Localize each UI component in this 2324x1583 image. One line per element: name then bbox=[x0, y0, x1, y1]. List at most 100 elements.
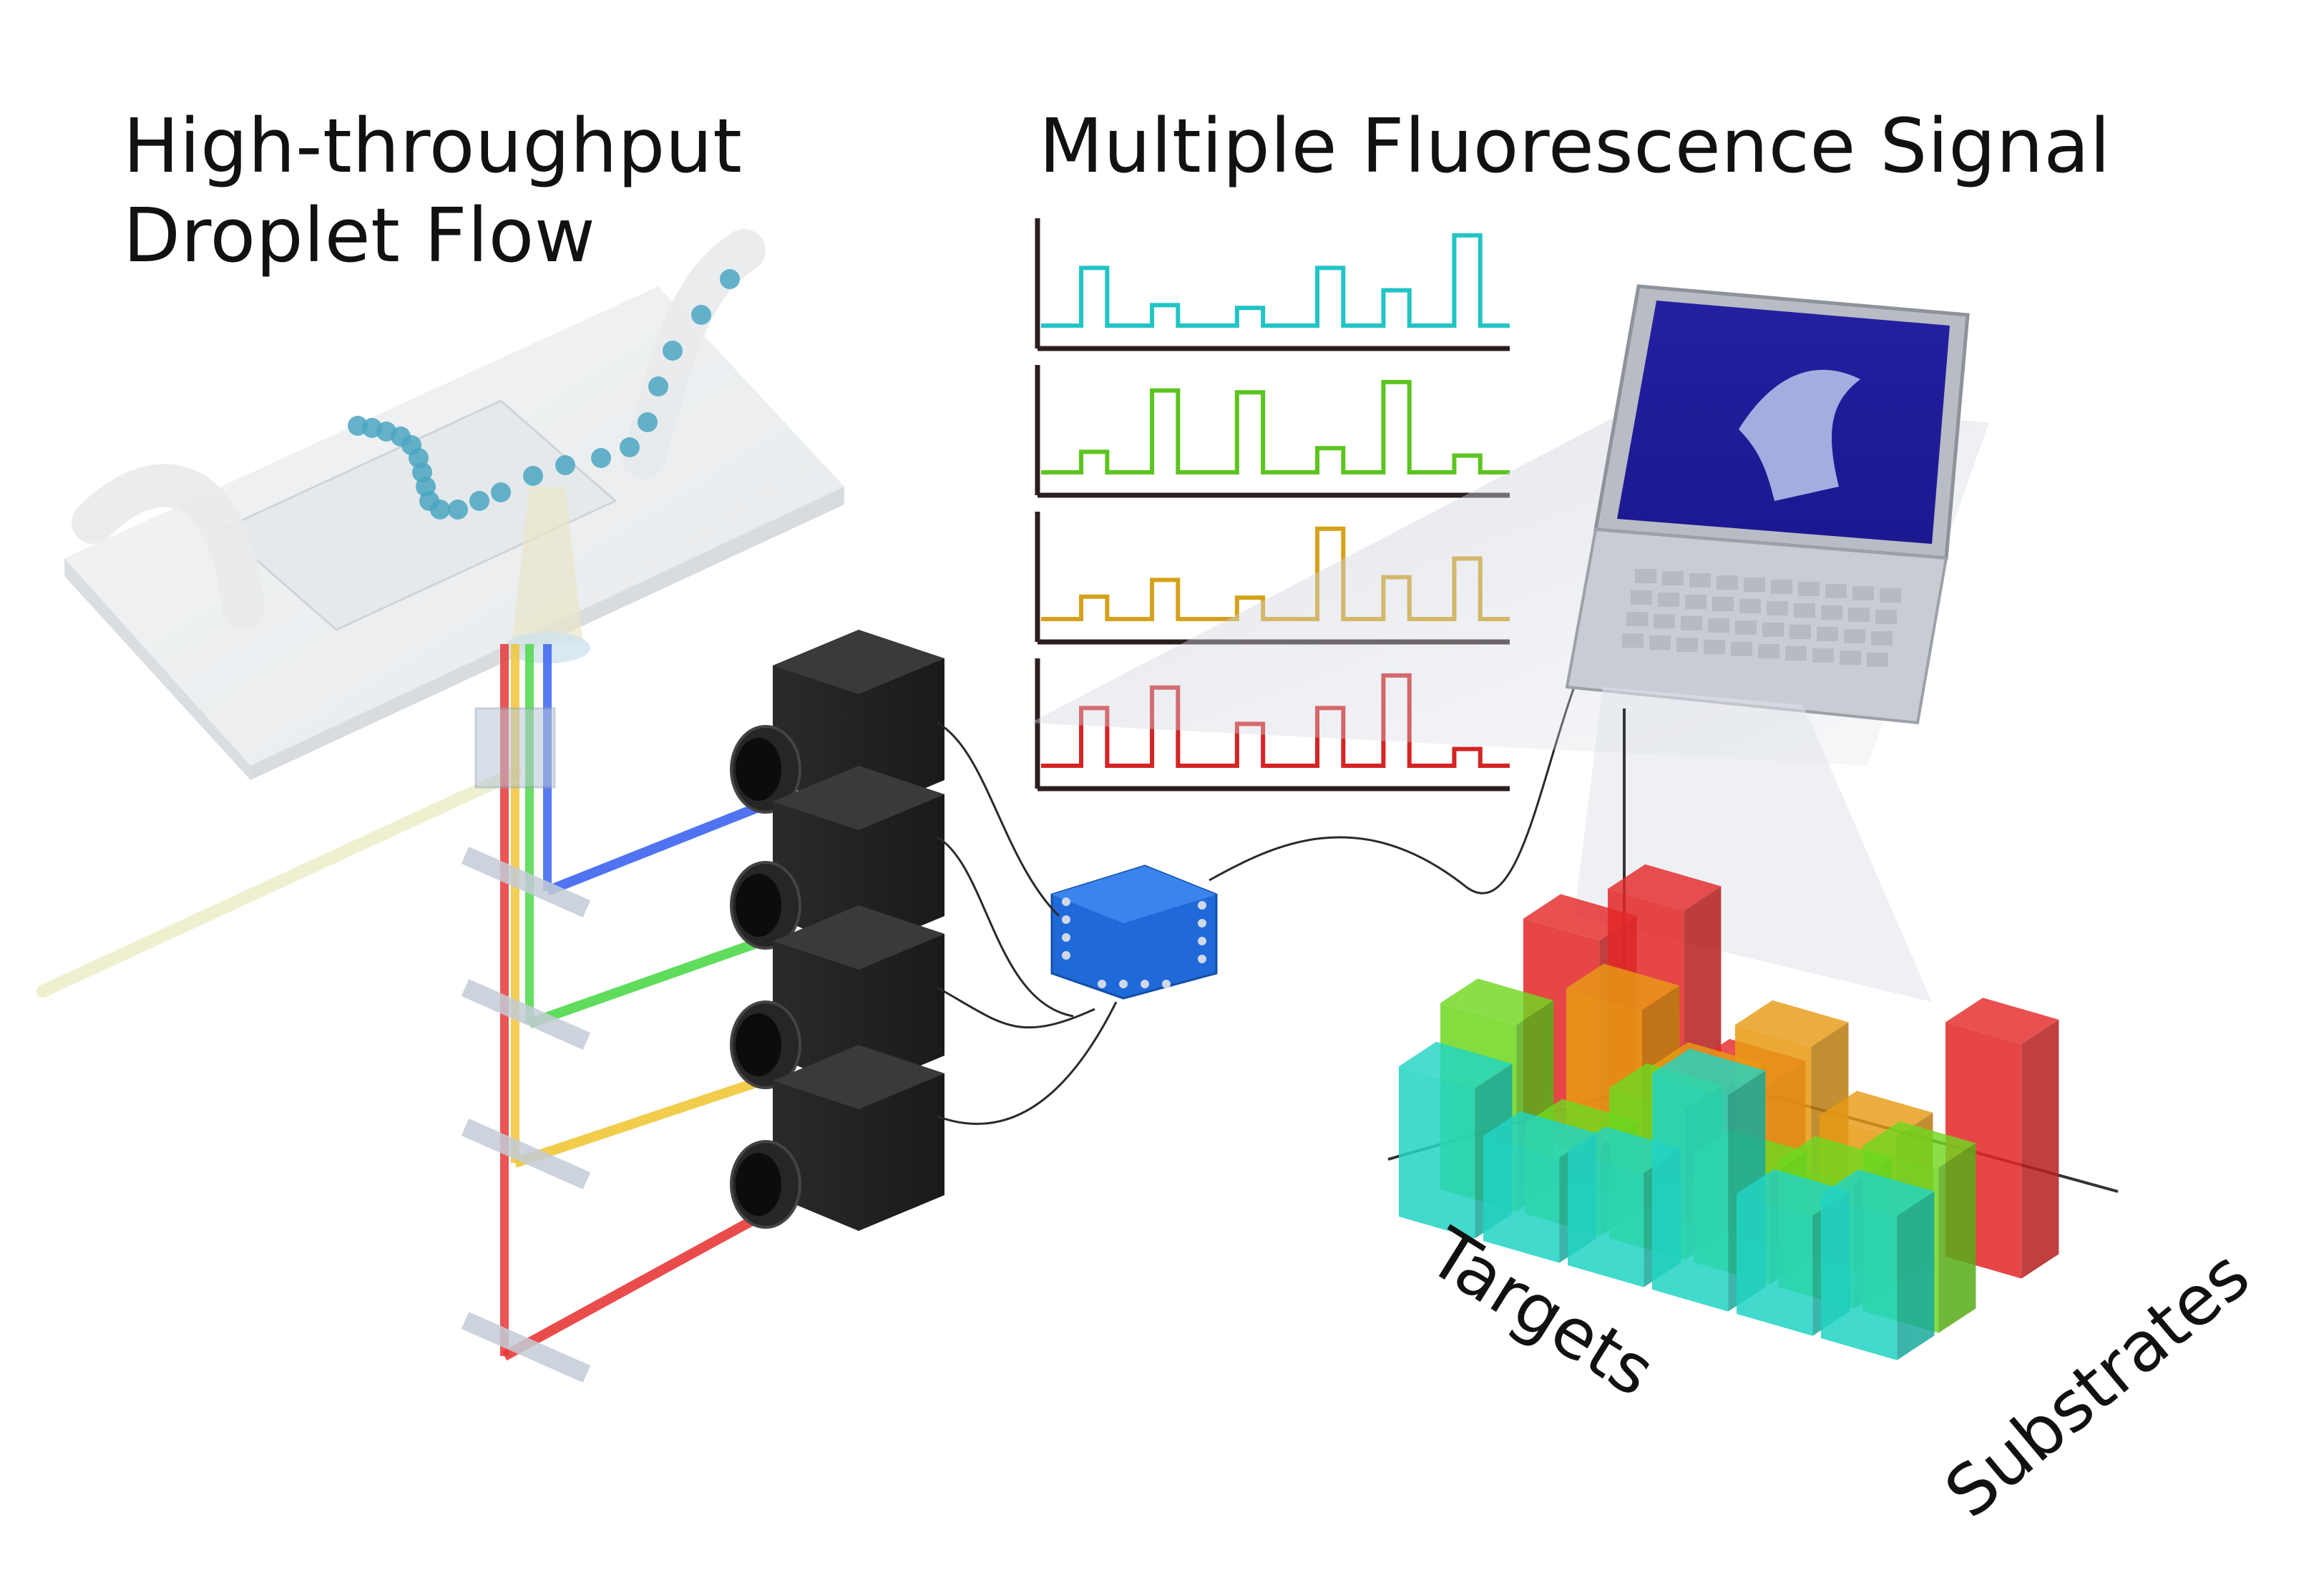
droplets bbox=[348, 269, 740, 520]
droplet bbox=[638, 412, 658, 432]
bar-cyan-T6 bbox=[1821, 1169, 1935, 1360]
pin bbox=[1198, 919, 1206, 927]
mirror bbox=[461, 1312, 591, 1383]
pin bbox=[1062, 897, 1070, 906]
bar-top bbox=[1399, 1041, 1513, 1088]
mirror bbox=[461, 979, 591, 1050]
bar-top bbox=[1566, 963, 1680, 1010]
key bbox=[1676, 638, 1698, 652]
dichroic-mirrors bbox=[461, 847, 591, 1383]
bar-chart-3d bbox=[1387, 708, 2119, 1360]
detection-cone bbox=[512, 487, 583, 644]
beam-to-camera-blue bbox=[545, 797, 775, 896]
pin bbox=[1198, 937, 1206, 945]
signal-plot-green bbox=[1035, 365, 1510, 498]
camera-red bbox=[730, 1045, 944, 1231]
key bbox=[1771, 580, 1792, 594]
key bbox=[1767, 601, 1788, 615]
signal-trace-green bbox=[1041, 379, 1510, 474]
beam-to-camera-red bbox=[502, 1204, 776, 1361]
board-pins bbox=[1062, 897, 1206, 988]
key bbox=[1875, 610, 1897, 624]
key bbox=[1649, 635, 1671, 650]
key bbox=[1812, 648, 1834, 663]
key bbox=[1622, 633, 1644, 648]
pin bbox=[1141, 980, 1149, 988]
key bbox=[1840, 651, 1861, 665]
bar-front bbox=[1652, 1073, 1729, 1312]
title-fluorescence-signal: Multiple Fluorescence Signal bbox=[1039, 102, 2111, 190]
droplet bbox=[720, 269, 740, 289]
bar-side bbox=[1897, 1191, 1935, 1360]
bar-side bbox=[2021, 1019, 2059, 1279]
camera-green bbox=[730, 766, 944, 952]
camera-stack bbox=[730, 630, 944, 1231]
droplet bbox=[691, 305, 711, 325]
signal-plot-cyan bbox=[1035, 218, 1510, 351]
key bbox=[1880, 588, 1901, 603]
key bbox=[1785, 646, 1807, 661]
bar-front bbox=[1737, 1194, 1813, 1336]
signal-trace-cyan bbox=[1041, 233, 1510, 328]
signal-acquisition-board bbox=[1050, 864, 1218, 1000]
pin bbox=[1198, 901, 1206, 910]
pin bbox=[1198, 955, 1206, 963]
key bbox=[1635, 569, 1656, 583]
bar-top bbox=[1862, 1121, 1976, 1168]
key bbox=[1712, 597, 1734, 611]
key bbox=[1758, 644, 1779, 658]
laptop bbox=[1565, 284, 1970, 725]
pin bbox=[1119, 980, 1128, 988]
bar-front bbox=[1568, 1151, 1644, 1287]
key bbox=[1794, 603, 1815, 618]
droplet bbox=[430, 500, 450, 520]
bar-front bbox=[1399, 1066, 1475, 1239]
keyboard bbox=[1622, 569, 1901, 667]
key bbox=[1704, 640, 1725, 654]
key bbox=[1798, 582, 1820, 596]
key bbox=[1717, 575, 1738, 590]
key bbox=[1626, 612, 1648, 626]
optical-beams bbox=[474, 644, 776, 1361]
bar-top bbox=[1735, 1000, 1849, 1047]
droplet bbox=[648, 376, 668, 396]
key bbox=[1739, 599, 1761, 613]
key bbox=[1689, 573, 1711, 588]
signal-plot-red bbox=[1035, 658, 1510, 792]
droplet bbox=[591, 448, 611, 468]
key bbox=[1867, 653, 1888, 667]
key bbox=[1735, 620, 1757, 635]
pin bbox=[1062, 933, 1070, 942]
key bbox=[1658, 593, 1679, 607]
bar-top bbox=[1608, 864, 1722, 911]
key bbox=[1852, 586, 1874, 600]
beam-to-camera-yellow bbox=[513, 1072, 775, 1168]
title-droplet-flow: High-throughput Droplet Flow bbox=[123, 102, 742, 281]
bar-front bbox=[1821, 1194, 1898, 1360]
key bbox=[1821, 605, 1842, 620]
title-line-2: Droplet Flow bbox=[123, 191, 596, 279]
beam-to-camera-green bbox=[527, 932, 775, 1028]
microfluidic-chip bbox=[64, 229, 844, 780]
signal-trace-red bbox=[1041, 673, 1510, 768]
key bbox=[1681, 616, 1702, 630]
pin bbox=[1062, 951, 1070, 960]
bar-top bbox=[1440, 978, 1554, 1026]
droplet bbox=[469, 491, 489, 511]
mirror bbox=[461, 1119, 591, 1189]
bar-side bbox=[1938, 1143, 1976, 1333]
droplet bbox=[555, 455, 575, 475]
key bbox=[1631, 590, 1652, 605]
bar-top bbox=[1652, 1048, 1766, 1096]
droplet bbox=[663, 341, 683, 361]
beam-splitter-cube bbox=[474, 707, 556, 789]
key bbox=[1708, 618, 1729, 633]
excitation-fiber bbox=[36, 766, 522, 998]
mirror bbox=[461, 847, 591, 917]
pin bbox=[1098, 980, 1106, 988]
key bbox=[1817, 627, 1838, 641]
pin bbox=[1162, 980, 1171, 988]
key bbox=[1685, 595, 1707, 609]
bar-top bbox=[1945, 998, 2059, 1044]
